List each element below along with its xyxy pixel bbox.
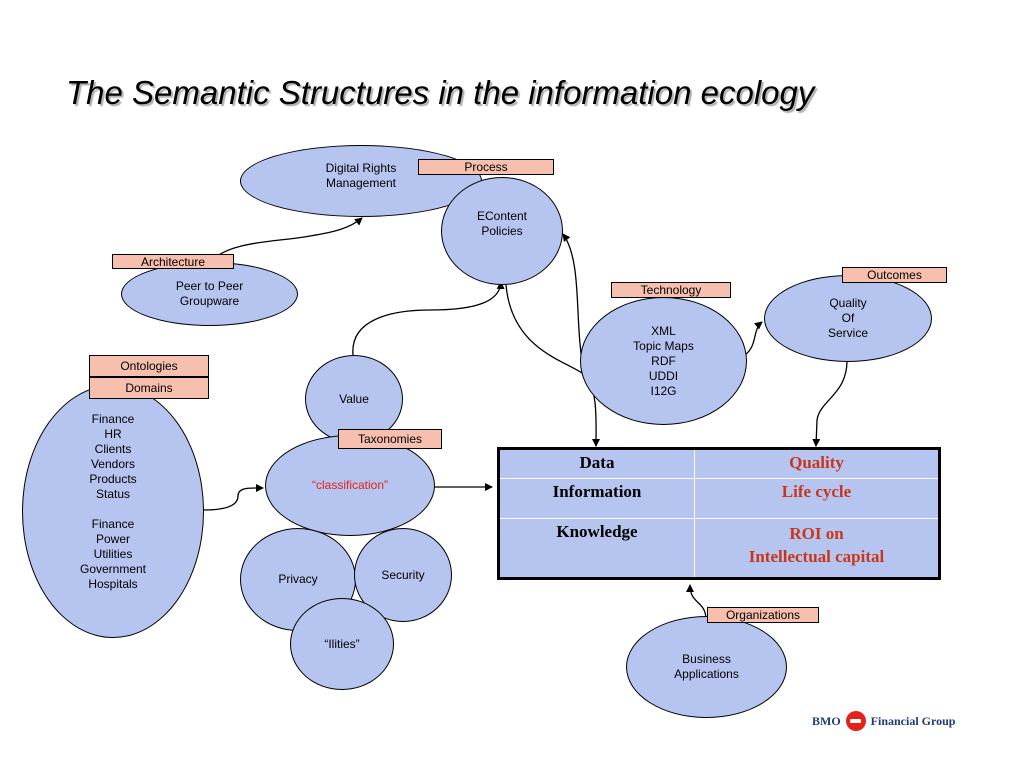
bmo-logo: BMO Financial Group [812, 711, 955, 731]
tag-domains: Domains [89, 377, 209, 399]
tag-ontologies: Ontologies [89, 355, 209, 377]
technology-ellipse: XML Topic Maps RDF UDDI I12G [580, 297, 747, 425]
peer-to-peer-label: Peer to Peer Groupware [175, 279, 244, 308]
logo-bmo-text: BMO [812, 713, 841, 728]
ilities-label: “Ilities” [324, 636, 360, 651]
slide-title: The Semantic Structures in the informati… [66, 74, 815, 111]
arrow-econtent-to-table [505, 284, 601, 447]
table-cell-information: Information [498, 478, 695, 519]
classification-label: “classification” [311, 478, 389, 492]
table-cell-life-cycle: Life cycle [694, 478, 940, 519]
quality-of-service-label: Quality Of Service [827, 296, 868, 340]
table-row: Data Quality [498, 448, 940, 479]
table-row: Knowledge ROI on Intellectual capital [498, 518, 940, 579]
privacy-label: Privacy [278, 572, 318, 586]
domains-list-label: Finance HR Clients Vendors Products Stat… [79, 411, 147, 591]
arrow-value-to-econtent [352, 281, 505, 356]
digital-rights-ellipse: Digital Rights Management [240, 145, 482, 217]
tag-outcomes: Outcomes [842, 267, 947, 283]
econtent-policies-ellipse: EContent Policies [441, 177, 563, 285]
technology-label: XML Topic Maps RDF UDDI I12G [633, 323, 694, 398]
value-label: Value [339, 391, 369, 406]
table-row: Information Life cycle [498, 478, 940, 519]
digital-rights-label: Digital Rights Management [325, 161, 397, 190]
arrow-xml-to-econtent [562, 233, 583, 361]
classification-ellipse: “classification” [265, 435, 435, 536]
tag-technology: Technology [611, 282, 731, 298]
table-cell-roi: ROI on Intellectual capital [694, 518, 940, 579]
arrow-p2p-to-drm [209, 217, 363, 263]
domains-ellipse: Finance HR Clients Vendors Products Stat… [22, 385, 204, 638]
arrow-qos-to-table [812, 361, 848, 447]
quality-of-service-ellipse: Quality Of Service [764, 275, 932, 362]
econtent-policies-label: EContent Policies [476, 209, 528, 238]
tag-architecture: Architecture [112, 254, 234, 269]
tag-organizations: Organizations [707, 607, 819, 623]
business-applications-ellipse: Business Applications [626, 616, 787, 718]
table-cell-knowledge: Knowledge [498, 518, 695, 579]
arrow-business-to-table [686, 584, 707, 621]
security-label: Security [381, 567, 425, 582]
arrow-xml-to-qos [744, 321, 763, 356]
tag-process: Process [418, 159, 554, 175]
logo-group-text: Financial Group [870, 713, 956, 728]
business-applications-label: Business Applications [674, 652, 739, 681]
value-ellipse: Value [305, 355, 403, 443]
dik-table: Data Quality Information Life cycle Know… [497, 447, 941, 580]
tag-taxonomies: Taxonomies [338, 429, 442, 449]
peer-to-peer-ellipse: Peer to Peer Groupware [121, 262, 298, 326]
ilities-ellipse: “Ilities” [290, 598, 394, 690]
table-cell-quality: Quality [694, 448, 940, 479]
bmo-roundel-icon [845, 711, 866, 731]
arrow-domains-to-classification [203, 483, 264, 511]
table-cell-data: Data [498, 448, 695, 479]
